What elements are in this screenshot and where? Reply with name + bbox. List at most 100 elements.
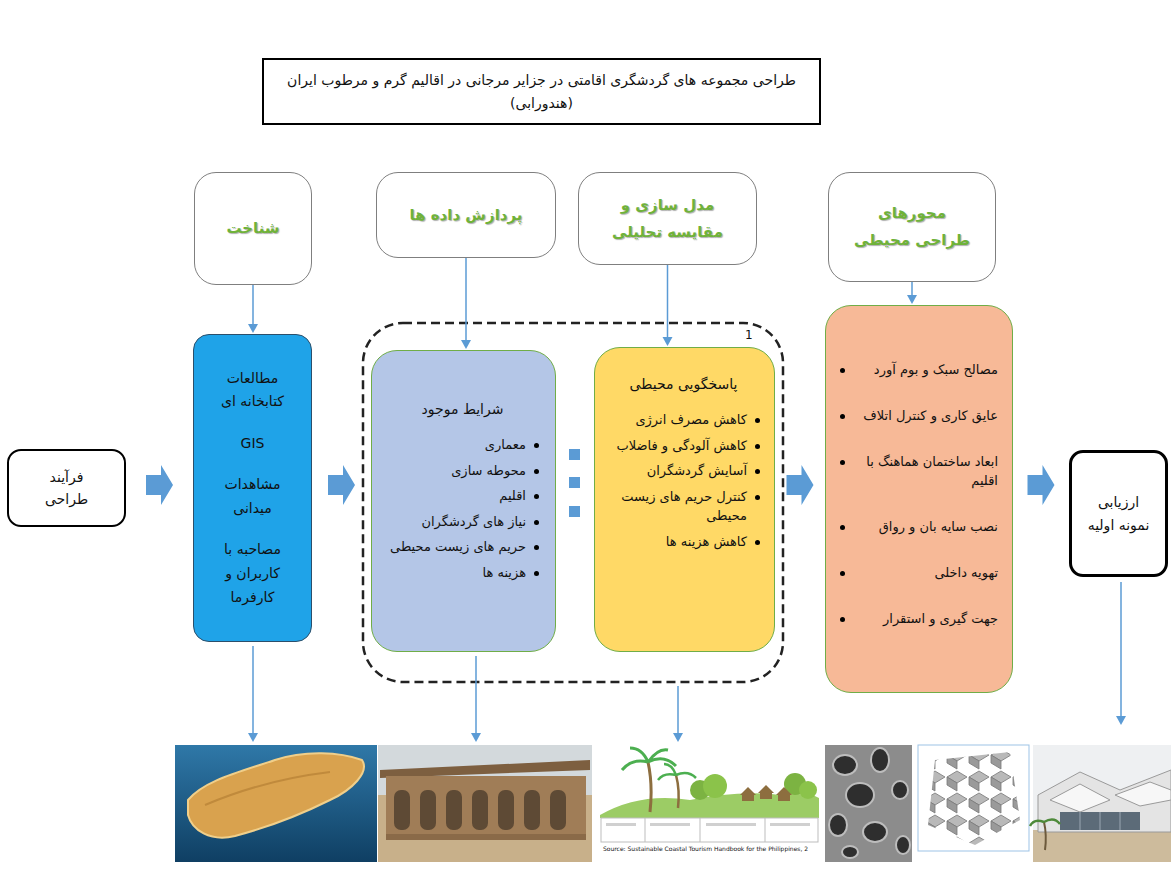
response-box: پاسخگویی محیطی کاهش مصرف انرژی کاهش آلودگی…: [594, 347, 775, 652]
bullet-item: محوطه سازی: [386, 461, 539, 481]
connector: [328, 465, 355, 505]
bullet-item: جهت گیری و استقرار: [840, 609, 998, 629]
connector-line: [465, 258, 467, 342]
arrow-head: [461, 340, 471, 349]
block-arrow: [146, 465, 173, 505]
phase-title: پردازش داده ها: [410, 202, 523, 229]
bullet-text: حریم های زیست محیطی: [386, 537, 526, 557]
bullet-text: مصالح سبک و بوم آورد: [853, 360, 998, 380]
bullet-dot: [755, 444, 760, 449]
bullet-item: حریم های زیست محیطی: [386, 537, 539, 557]
connector: [248, 285, 258, 333]
coastal-zone-diagram: [600, 745, 819, 862]
modern-building-photo: [1030, 745, 1171, 862]
bullet-text: ابعاد ساختمان هماهنگ با اقلیم: [853, 452, 998, 491]
bullet-item: نیاز های گردشگران: [386, 512, 539, 532]
bullet-dot: [755, 495, 760, 500]
bullet-dot: [755, 469, 760, 474]
block-arrow: [1028, 465, 1055, 505]
conditions-box: شرایط موجودمعماریمحوطه سازیاقلیمنیاز های…: [371, 350, 556, 652]
bullet-text: کاهش آلودگی و فاضلاب: [607, 436, 747, 456]
bullet-dot: [534, 469, 539, 474]
connector: [907, 282, 917, 304]
bullet-item: هزینه ها: [386, 563, 539, 583]
bullet-item: معماری: [386, 435, 539, 455]
phase-title: محورهای طراحی محیطی: [851, 200, 973, 254]
bullet-dot: [840, 414, 845, 419]
lattice-pattern: [918, 745, 1029, 851]
bullet-dot: [840, 368, 845, 373]
bullet-dot: [534, 571, 539, 576]
bullet-text: کاهش هزینه ها: [607, 532, 747, 552]
bullet-dot: [534, 494, 539, 499]
phase-title: مدل سازی و مقایسه تحلیلی: [605, 192, 730, 246]
box-text: مصاحبه با کاربران و کارفرما: [204, 538, 301, 609]
callout-number: 1: [745, 328, 759, 342]
method-box: مطالعات کتابخانه ای GIS مشاهدات میدانی مصاح…: [193, 334, 312, 642]
phase-title: شناخت: [226, 215, 279, 242]
bullet-item: تهویه داخلی: [840, 563, 998, 583]
evaluation-box: ارزیابی نمونه اولیه: [1069, 450, 1168, 577]
connector-line: [667, 265, 669, 339]
bullet-dot: [534, 520, 539, 525]
bullet-text: کاهش مصرف انرژی: [607, 410, 747, 430]
island-photo: [175, 745, 377, 862]
bullet-text: هزینه ها: [386, 563, 526, 583]
bullet-text: جهت گیری و استقرار: [853, 609, 998, 629]
bullet-item: کاهش آلودگی و فاضلاب: [607, 436, 760, 456]
box-heading: پاسخگویی محیطی: [607, 374, 760, 395]
bullet-text: عایق کاری و کنترل اتلاف: [853, 406, 998, 426]
bullet-item: اقلیم: [386, 486, 539, 506]
block-arrow: [787, 465, 814, 505]
phase-header: شناخت: [194, 172, 312, 285]
bullet-item: کاهش مصرف انرژی: [607, 410, 760, 430]
bullet-item: کاهش هزینه ها: [607, 532, 760, 552]
connector: [787, 465, 814, 505]
bullet-item: عایق کاری و کنترل اتلاف: [840, 406, 998, 426]
start-box: فرآیند طراحی: [7, 449, 126, 527]
box-text: مطالعات کتابخانه ای: [204, 367, 301, 415]
connector: [663, 265, 673, 346]
image-leader-heads: [248, 716, 1126, 742]
bullet-item: کنترل حریم های زیست محیطی: [607, 487, 760, 526]
bullet-dot: [534, 443, 539, 448]
bullet-item: نصب سایه بان و رواق: [840, 517, 998, 537]
bullet-dot: [840, 571, 845, 576]
connector: [1028, 465, 1055, 505]
arrow-head: [248, 324, 258, 333]
porous-texture: [825, 745, 912, 862]
box-text: GIS: [204, 432, 301, 456]
bullet-dot: [840, 460, 845, 465]
bullet-dot: [755, 418, 760, 423]
bullet-text: نیاز های گردشگران: [386, 512, 526, 532]
bullet-text: نصب سایه بان و رواق: [853, 517, 998, 537]
title-box: طراحی مجموعه های گردشگری اقامتی در جزایر…: [262, 58, 821, 125]
phase-header: پردازش داده ها: [376, 172, 556, 258]
connector: [146, 465, 173, 505]
bullet-dot: [755, 540, 760, 545]
connector-line: [911, 282, 913, 297]
bullet-dot: [534, 545, 539, 550]
dashed-group: [363, 323, 783, 682]
bullet-dot: [840, 617, 845, 622]
block-arrow: [328, 465, 355, 505]
source-note: Source: Sustainable Coastal Tourism Hand…: [603, 845, 817, 852]
bullet-text: آسایش گردشگران: [607, 461, 747, 481]
box-text: مشاهدات میدانی: [204, 473, 301, 521]
bullet-text: تهویه داخلی: [853, 563, 998, 583]
arrow-head: [663, 337, 673, 346]
arrow-head: [907, 295, 917, 304]
bullet-dot: [840, 525, 845, 530]
phase-header: محورهای طراحی محیطی: [828, 172, 996, 282]
box-text: ارزیابی نمونه اولیه: [1086, 491, 1151, 536]
bullet-text: معماری: [386, 435, 526, 455]
connector: [461, 258, 471, 349]
title-text: طراحی مجموعه های گردشگری اقامتی در جزایر…: [286, 69, 797, 114]
bullet-item: ابعاد ساختمان هماهنگ با اقلیم: [840, 452, 998, 491]
small-squares: [569, 449, 580, 517]
bullet-text: اقلیم: [386, 486, 526, 506]
box-text: فرآیند طراحی: [39, 466, 94, 511]
bullet-item: آسایش گردشگران: [607, 461, 760, 481]
phase-header: مدل سازی و مقایسه تحلیلی: [578, 172, 757, 265]
